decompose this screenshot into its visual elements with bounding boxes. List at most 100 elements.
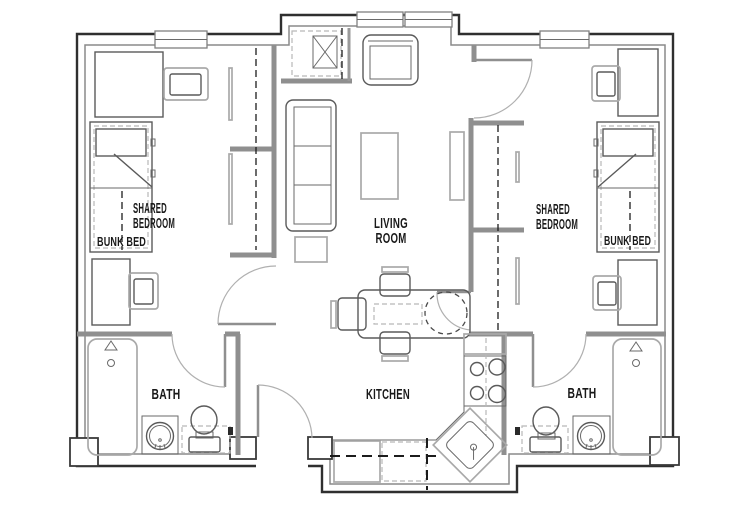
bunk-bed-left-label: BUNK BED: [97, 235, 146, 249]
desk-chair-lower-right-outer: [592, 275, 622, 311]
bath-right-label: BATH: [568, 386, 597, 402]
door-stop-right: [515, 427, 520, 435]
desk-chair-lower-left-seat: [133, 278, 154, 305]
toilet-clearance-box: [521, 425, 569, 454]
drain-icon: [632, 359, 640, 367]
closet-right: [497, 125, 520, 330]
bed-upper-bunk-dashed: [93, 125, 149, 249]
sink-basin-outer: [576, 421, 606, 451]
toilet-clearance-box: [181, 425, 231, 454]
dining-chair-left-seat: [337, 297, 367, 331]
bedroom-left-label-line1: SHARED: [133, 201, 167, 217]
kitchen-label: KITCHEN: [366, 387, 410, 403]
bath-right: [515, 338, 662, 456]
burner-icon-3: [469, 385, 485, 401]
laundry-clearance-box: [291, 30, 342, 77]
closet-shelf-right-lower: [515, 257, 520, 305]
kitchen: [330, 333, 508, 490]
living-room-label-line2: ROOM: [376, 231, 407, 247]
desk-lower-left: [91, 258, 131, 326]
corner-sink-faucet: [473, 447, 475, 460]
faucet-tick-1: [585, 443, 588, 449]
faucet-tick-3: [163, 443, 166, 449]
base-cabinet-dashed: [381, 441, 427, 482]
dining-chair-top-back: [381, 266, 409, 273]
side-table: [294, 236, 328, 263]
desk-chair-upper-right-seat: [596, 71, 616, 97]
bedroom-right-label-line2: BEDROOM: [536, 217, 578, 233]
burner-icon-2: [488, 358, 506, 376]
toilet-bowl: [532, 406, 560, 436]
dining-chair-left-back: [330, 300, 337, 329]
bedroom-right: [591, 48, 660, 326]
shower-symbol-icon: [629, 341, 643, 352]
bathtub-left: [87, 338, 138, 456]
washer-dryer-x2: [312, 35, 338, 69]
bedroom-left: [89, 51, 209, 326]
toilet-tank: [188, 436, 221, 453]
bed-frame: [596, 121, 660, 253]
refrigerator-cabinet: [463, 333, 507, 355]
burner-icon-1: [469, 361, 485, 377]
bed-post-1: [150, 138, 156, 147]
bed-post-2: [150, 169, 156, 178]
bedroom-right-label-line1: SHARED: [536, 202, 570, 218]
exterior-walls: [75, 13, 675, 494]
dining-chair-top-seat: [379, 273, 411, 297]
dining-chair-bottom-seat: [379, 331, 411, 355]
sink-basin-inner: [149, 425, 171, 447]
blanket-fold: [113, 153, 153, 188]
door-bath-right-swing: [532, 333, 587, 388]
sofa-cushions: [293, 106, 332, 225]
bed-upper-bunk-dashed: [600, 125, 656, 249]
closet-left: [228, 48, 257, 250]
drain-icon: [107, 359, 115, 367]
desk-lower-right: [617, 259, 658, 326]
sofa: [285, 99, 337, 232]
dining-area: [330, 266, 471, 362]
bed-post-1: [593, 138, 599, 147]
accessible-seat-circle: [424, 291, 468, 335]
desk-upper-right: [617, 48, 659, 117]
pillar-entry-left: [229, 436, 257, 460]
door-bedroom-right-swing: [473, 59, 533, 119]
living-room-label-line1: LIVING: [374, 216, 408, 232]
bed-frame: [89, 121, 153, 253]
armchair-outer: [362, 34, 419, 86]
toilet-left: [181, 405, 231, 454]
base-cabinet: [333, 440, 381, 483]
toilet-seat-joint: [195, 431, 214, 439]
room-labels: SHARED BEDROOM BUNK BED SHARED BEDROOM B…: [97, 201, 651, 403]
bedroom-left-label-line2: BEDROOM: [133, 216, 175, 232]
bunk-bed-left: [89, 121, 156, 253]
bathtub-outline: [87, 338, 138, 456]
vanity-counter: [572, 415, 611, 455]
toilet-bowl: [190, 405, 218, 435]
toilet-tank: [529, 436, 562, 453]
armchair: [362, 34, 419, 86]
closet-shelf-left-lower: [228, 153, 233, 225]
faucet-tick-3: [594, 443, 597, 449]
dining-chair-bottom-back: [381, 355, 409, 362]
exterior-wall-outer: [75, 13, 675, 494]
windows: [154, 11, 590, 49]
door-kitchen-swing: [436, 291, 471, 331]
bath-left: [87, 338, 233, 456]
burner-icon-4: [487, 384, 507, 404]
vanity-counter: [141, 415, 179, 455]
corner-sink-basin: [446, 421, 494, 469]
sofa-outer: [285, 99, 337, 232]
sink-basin-inner: [580, 425, 602, 447]
corner-sink-counter: [432, 407, 508, 483]
vanity-left: [141, 415, 179, 455]
entry-door-swing: [257, 384, 313, 439]
living-room: [285, 34, 465, 263]
pillar-bottom-left: [69, 437, 99, 467]
faucet-icon: [158, 438, 162, 442]
corner-sink: [432, 407, 508, 483]
tv-console: [449, 131, 465, 201]
bathtub-outline: [612, 338, 662, 456]
toilet-seat-joint: [537, 432, 556, 440]
desk-chair-upper-left-seat: [169, 73, 202, 96]
